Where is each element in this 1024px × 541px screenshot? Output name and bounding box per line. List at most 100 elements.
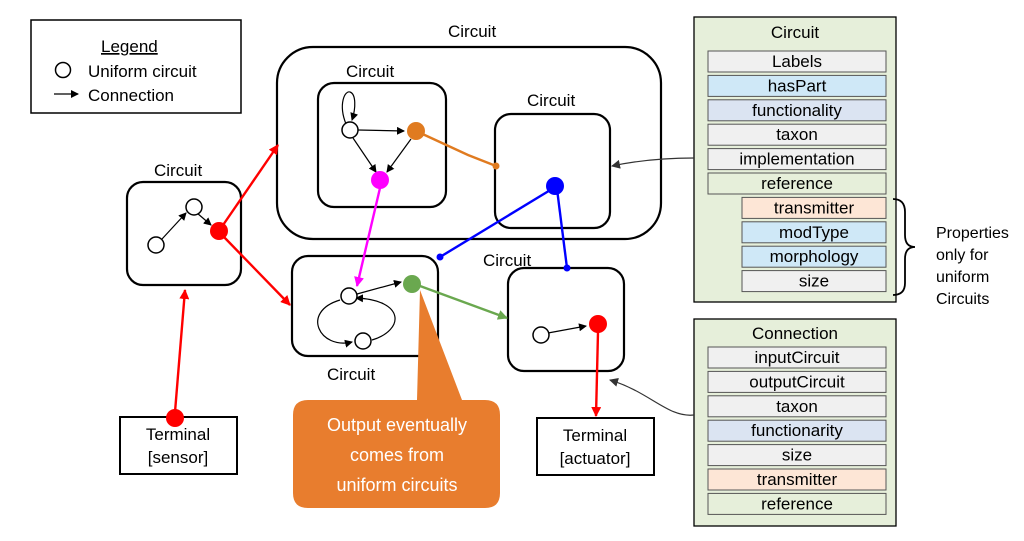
- callout-line-2: comes from: [350, 445, 444, 465]
- property-row: [707, 444, 887, 467]
- blue-connection-left: [439, 187, 553, 259]
- connection-panel-title: Connection: [752, 324, 838, 343]
- property-label: inputCircuit: [754, 348, 839, 367]
- connection-arrow: [196, 212, 212, 226]
- property-label: outputCircuit: [749, 372, 845, 391]
- circuit-label-bottom-right: Circuit: [483, 251, 531, 270]
- green-connection: [419, 284, 508, 320]
- callout-line-3: uniform circuits: [336, 475, 457, 495]
- circuit-bottom-right: Circuit: [483, 251, 626, 373]
- legend-connection: Connection: [88, 86, 174, 105]
- terminal-sensor-type: [sensor]: [148, 448, 208, 467]
- circuit-label-left: Circuit: [154, 161, 202, 180]
- connection-arrow: [161, 212, 187, 240]
- uniform-circuit-node: [340, 287, 358, 305]
- circuit-inner-right: Circuit: [493, 91, 612, 230]
- colored-connections: [173, 129, 602, 417]
- callout-line-1: Output eventually: [327, 415, 467, 435]
- property-row: [707, 74, 887, 97]
- property-row: [707, 419, 887, 442]
- uniform-circuit-node: [532, 326, 550, 344]
- terminal-actuator-name: Terminal: [563, 426, 627, 445]
- property-label: functionality: [752, 101, 842, 120]
- red-connection-to-bottom: [222, 235, 291, 306]
- uniform-note: Properties only for uniform Circuits: [936, 225, 1009, 308]
- property-row: [707, 148, 887, 171]
- green-node: [403, 275, 421, 293]
- uniform-circuit-node: [354, 332, 372, 350]
- circuit-label-bottom-middle: Circuit: [327, 365, 375, 384]
- connection-arrow: [352, 137, 377, 173]
- legend-title: Legend: [101, 37, 158, 56]
- uniform-circuit-node: [341, 121, 359, 139]
- red-actuator-node: [589, 315, 607, 333]
- uniform-note-line-2: only for: [936, 247, 989, 264]
- property-label: reference: [761, 494, 833, 513]
- property-label: transmitter: [774, 198, 855, 217]
- property-label: functionarity: [751, 421, 843, 440]
- circuit-label-inner-right: Circuit: [527, 91, 575, 110]
- connection-arrow: [357, 126, 405, 135]
- property-row: [707, 50, 887, 73]
- uniform-circuits: [147, 121, 550, 350]
- circuit-left: Circuit: [125, 161, 243, 287]
- actuator-connection-arrow: [591, 331, 602, 417]
- connection-panel-pointer: [609, 377, 695, 416]
- circuit-label-big: Circuit: [448, 22, 496, 41]
- sensor-node: [166, 409, 184, 427]
- circuit-panel-title: Circuit: [771, 23, 819, 42]
- property-row: [707, 370, 887, 393]
- orange-node: [407, 122, 425, 140]
- circuit-properties-panel: Circuit LabelshasPartfunctionalitytaxoni…: [693, 16, 897, 303]
- loop-arrow: [355, 294, 396, 341]
- blue-connection-down: [555, 188, 569, 269]
- property-row: [707, 395, 887, 418]
- connection-properties-panel: Connection inputCircuit outputCircuit taxo…: [693, 318, 897, 527]
- circuit-panel-pointer: [611, 157, 695, 169]
- legend: Legend Uniform circuit Connection: [30, 19, 242, 114]
- red-connection-to-big: [220, 144, 279, 229]
- connection-arrow: [356, 279, 402, 295]
- legend-uniform-circuit: Uniform circuit: [88, 62, 197, 81]
- callout: Output eventually comes from uniform cir…: [293, 290, 500, 508]
- property-label: taxon: [776, 397, 818, 416]
- uniform-note-line-4: Circuits: [936, 291, 989, 308]
- connection-arrow: [386, 138, 412, 173]
- property-label: transmitter: [757, 470, 838, 489]
- uniform-circuit-legend-icon: [54, 61, 72, 79]
- output-nodes: [166, 122, 607, 427]
- magenta-node: [371, 171, 389, 189]
- blue-node: [546, 177, 564, 195]
- uniform-note-line-1: Properties: [936, 225, 1009, 242]
- property-label: size: [799, 272, 829, 291]
- circuit-label-inner-left: Circuit: [346, 62, 394, 81]
- uniform-note-line-3: uniform: [936, 269, 989, 286]
- orange-connection: [415, 129, 497, 168]
- uniform-circuit-node: [185, 198, 203, 216]
- red-node: [210, 222, 228, 240]
- property-row: [741, 196, 887, 219]
- property-row: [707, 492, 887, 515]
- property-row: [707, 172, 887, 195]
- loop-arrow: [317, 299, 353, 348]
- self-loop-arrow: [341, 91, 359, 125]
- property-label: hasPart: [768, 76, 827, 95]
- ports: [436, 162, 571, 272]
- terminal-sensor: Terminal [sensor]: [119, 416, 238, 475]
- property-row: [707, 99, 887, 122]
- terminal-sensor-name: Terminal: [146, 425, 210, 444]
- property-row: [707, 123, 887, 146]
- property-label: size: [782, 446, 812, 465]
- internal-connections: [161, 91, 587, 348]
- uniform-props-brace: [892, 198, 916, 296]
- property-row: [741, 270, 887, 293]
- property-row: [741, 221, 887, 244]
- circuit-bottom-middle: Circuit: [290, 254, 440, 384]
- terminal-actuator: Terminal [actuator]: [536, 417, 655, 476]
- sensor-connection-arrow: [173, 289, 190, 413]
- property-row: [707, 346, 887, 369]
- terminal-actuator-type: [actuator]: [560, 449, 631, 468]
- uniform-circuit-node: [147, 236, 165, 254]
- property-label: modType: [779, 223, 849, 242]
